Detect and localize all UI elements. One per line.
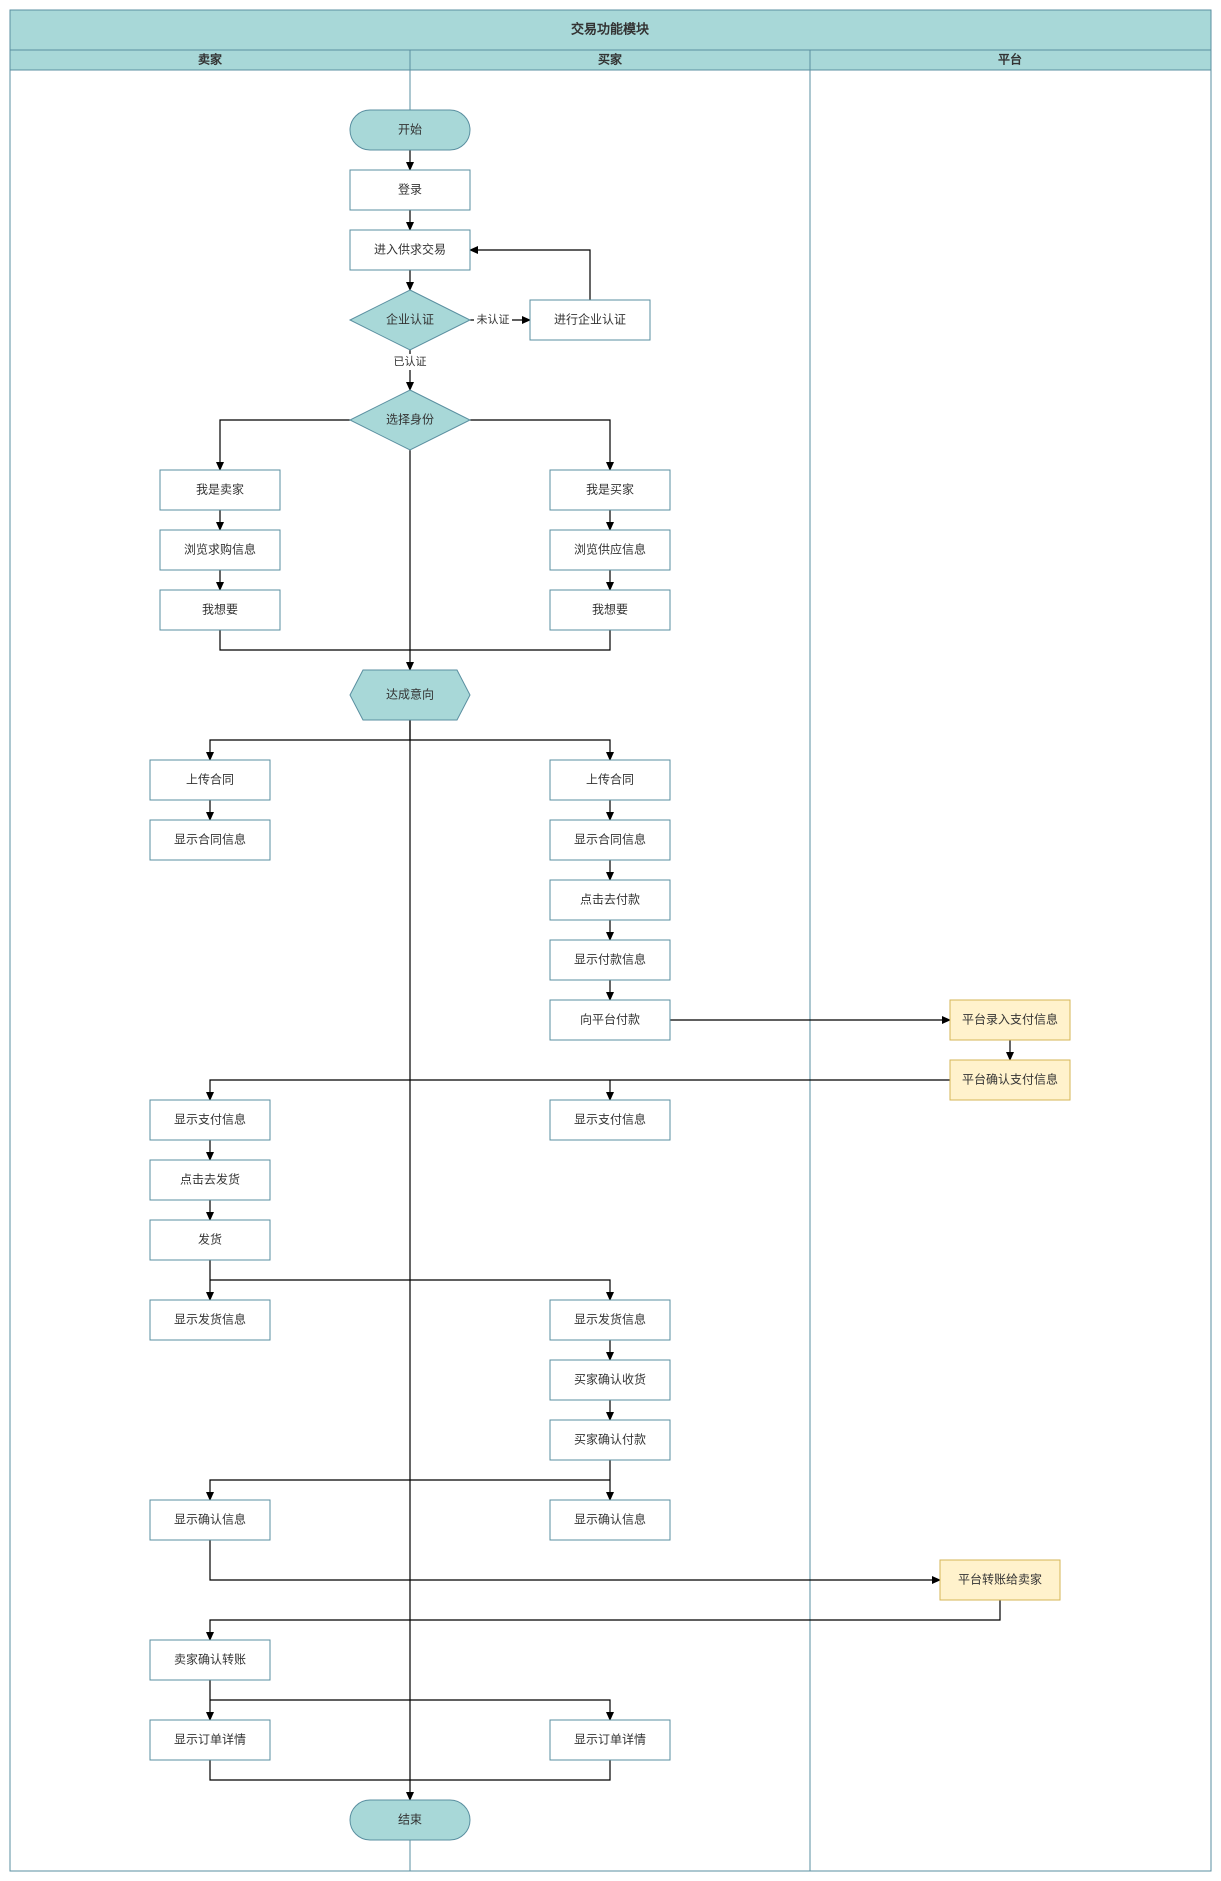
node-seller-confirm-transfer[interactable]: 卖家确认转账: [149, 1639, 271, 1681]
node-ship-info-seller[interactable]: 显示发货信息: [149, 1299, 271, 1341]
node-ship[interactable]: 发货: [149, 1219, 271, 1261]
node-confirm-receive[interactable]: 买家确认收货: [549, 1359, 671, 1401]
node-platform-confirm-label: 平台确认支付信息: [962, 1072, 1058, 1087]
node-choose-decision[interactable]: 选择身份: [348, 389, 472, 451]
node-contract-info-seller[interactable]: 显示合同信息: [149, 819, 271, 861]
node-click-ship[interactable]: 点击去发货: [149, 1159, 271, 1201]
node-confirm-info-seller[interactable]: 显示确认信息: [149, 1499, 271, 1541]
edge-label-bg-authed: [391, 354, 429, 370]
pool-header: [9, 9, 1212, 51]
edge-choose-buyer: [470, 419, 614, 471]
node-platform-confirm[interactable]: 平台确认支付信息: [949, 1059, 1071, 1101]
node-ship-info-seller-label: 显示发货信息: [174, 1312, 246, 1327]
node-confirm-info-buyer-label: 显示确认信息: [574, 1512, 646, 1527]
edge-label-bg-not-auth: [474, 312, 512, 328]
edge-ship-info-b: [210, 1279, 614, 1301]
node-upload-contract-seller-label: 上传合同: [186, 772, 234, 787]
node-contract-info-seller-label: 显示合同信息: [174, 832, 246, 847]
node-want-seller-label: 我想要: [202, 602, 238, 617]
node-enter-trade[interactable]: 进入供求交易: [349, 229, 471, 271]
node-ship-info-buyer-label: 显示发货信息: [574, 1312, 646, 1327]
node-pay-platform-label: 向平台付款: [580, 1012, 640, 1027]
node-confirm-info-seller-label: 显示确认信息: [174, 1512, 246, 1527]
node-start-label: 开始: [398, 123, 422, 137]
diagram-title: 交易功能模块: [571, 22, 650, 38]
node-click-ship-label: 点击去发货: [180, 1172, 240, 1187]
node-i-am-buyer-label: 我是买家: [586, 482, 634, 497]
node-upload-contract-buyer[interactable]: 上传合同: [549, 759, 671, 801]
edge-label-not-auth: 未认证: [477, 313, 510, 326]
edge-intent-upload-b: [410, 739, 614, 761]
node-want-seller[interactable]: 我想要: [159, 589, 281, 631]
lane-label-seller: 卖家: [198, 52, 223, 67]
node-paid-info-buyer[interactable]: 显示支付信息: [549, 1099, 671, 1141]
node-order-detail-seller[interactable]: 显示订单详情: [149, 1719, 271, 1761]
node-paid-info-seller[interactable]: 显示支付信息: [149, 1099, 271, 1141]
node-payment-info-label: 显示付款信息: [574, 952, 646, 967]
node-browse-purchase[interactable]: 浏览求购信息: [159, 529, 281, 571]
node-do-auth[interactable]: 进行企业认证: [529, 299, 651, 341]
node-browse-supply-label: 浏览供应信息: [574, 542, 646, 557]
node-payment-info[interactable]: 显示付款信息: [549, 939, 671, 981]
node-paid-info-buyer-label: 显示支付信息: [574, 1112, 646, 1127]
node-platform-record[interactable]: 平台录入支付信息: [949, 999, 1071, 1041]
node-paid-info-seller-label: 显示支付信息: [174, 1112, 246, 1127]
edge-sellerconfirm-order-b: [210, 1699, 614, 1721]
node-ship-label: 发货: [198, 1232, 222, 1247]
node-end-label: 结束: [398, 1813, 422, 1827]
edge-confirmpay-confirm-s: [206, 1479, 610, 1501]
node-i-am-buyer[interactable]: 我是买家: [549, 469, 671, 511]
node-platform-transfer[interactable]: 平台转账给卖家: [939, 1559, 1061, 1601]
node-i-am-seller[interactable]: 我是卖家: [159, 469, 281, 511]
node-order-detail-buyer[interactable]: 显示订单详情: [549, 1719, 671, 1761]
edge-want-s-merge: [219, 630, 611, 651]
node-login[interactable]: 登录: [349, 169, 471, 211]
node-order-detail-seller-label: 显示订单详情: [174, 1732, 246, 1747]
node-want-buyer-label: 我想要: [592, 602, 628, 617]
lane-label-buyer: 买家: [598, 52, 623, 67]
edge-label-authed: 已认证: [394, 355, 427, 368]
node-auth-decision[interactable]: 企业认证: [348, 289, 472, 351]
node-browse-purchase-label: 浏览求购信息: [184, 542, 256, 557]
node-platform-transfer-label: 平台转账给卖家: [958, 1572, 1042, 1587]
node-login-label: 登录: [398, 182, 422, 197]
node-seller-confirm-transfer-label: 卖家确认转账: [174, 1652, 246, 1667]
node-order-detail-buyer-label: 显示订单详情: [574, 1732, 646, 1747]
node-i-am-seller-label: 我是卖家: [196, 482, 244, 497]
node-intent[interactable]: 达成意向: [349, 669, 471, 721]
node-want-buyer[interactable]: 我想要: [549, 589, 671, 631]
node-platform-record-label: 平台录入支付信息: [962, 1012, 1058, 1027]
edge-doauth-enter: [469, 246, 591, 300]
node-browse-supply[interactable]: 浏览供应信息: [549, 529, 671, 571]
edge-confirm-s-transfer: [209, 1540, 941, 1584]
node-confirm-receive-label: 买家确认收货: [574, 1372, 646, 1387]
node-confirm-payment[interactable]: 买家确认付款: [549, 1419, 671, 1461]
node-do-auth-label: 进行企业认证: [554, 312, 626, 327]
node-choose-label: 选择身份: [386, 412, 434, 427]
edge-transfer-seller-confirm: [206, 1600, 1001, 1641]
node-confirm-payment-label: 买家确认付款: [574, 1432, 646, 1447]
node-upload-contract-seller[interactable]: 上传合同: [149, 759, 271, 801]
node-start[interactable]: 开始: [349, 109, 471, 151]
node-click-pay[interactable]: 点击去付款: [549, 879, 671, 921]
node-pay-platform[interactable]: 向平台付款: [549, 999, 671, 1041]
node-upload-contract-buyer-label: 上传合同: [586, 772, 634, 787]
node-end[interactable]: 结束: [349, 1799, 471, 1841]
edge-confirm-paid-s: [206, 1079, 950, 1101]
node-ship-info-buyer[interactable]: 显示发货信息: [549, 1299, 671, 1341]
node-auth-label: 企业认证: [386, 312, 434, 327]
node-contract-info-buyer[interactable]: 显示合同信息: [549, 819, 671, 861]
lane-header-platform: [809, 49, 1212, 71]
node-contract-info-buyer-label: 显示合同信息: [574, 832, 646, 847]
node-intent-label: 达成意向: [386, 687, 434, 702]
node-confirm-info-buyer[interactable]: 显示确认信息: [549, 1499, 671, 1541]
node-enter-trade-label: 进入供求交易: [374, 242, 446, 257]
edge-choose-seller: [216, 419, 350, 471]
node-click-pay-label: 点击去付款: [580, 893, 640, 907]
lane-label-platform: 平台: [998, 52, 1022, 67]
